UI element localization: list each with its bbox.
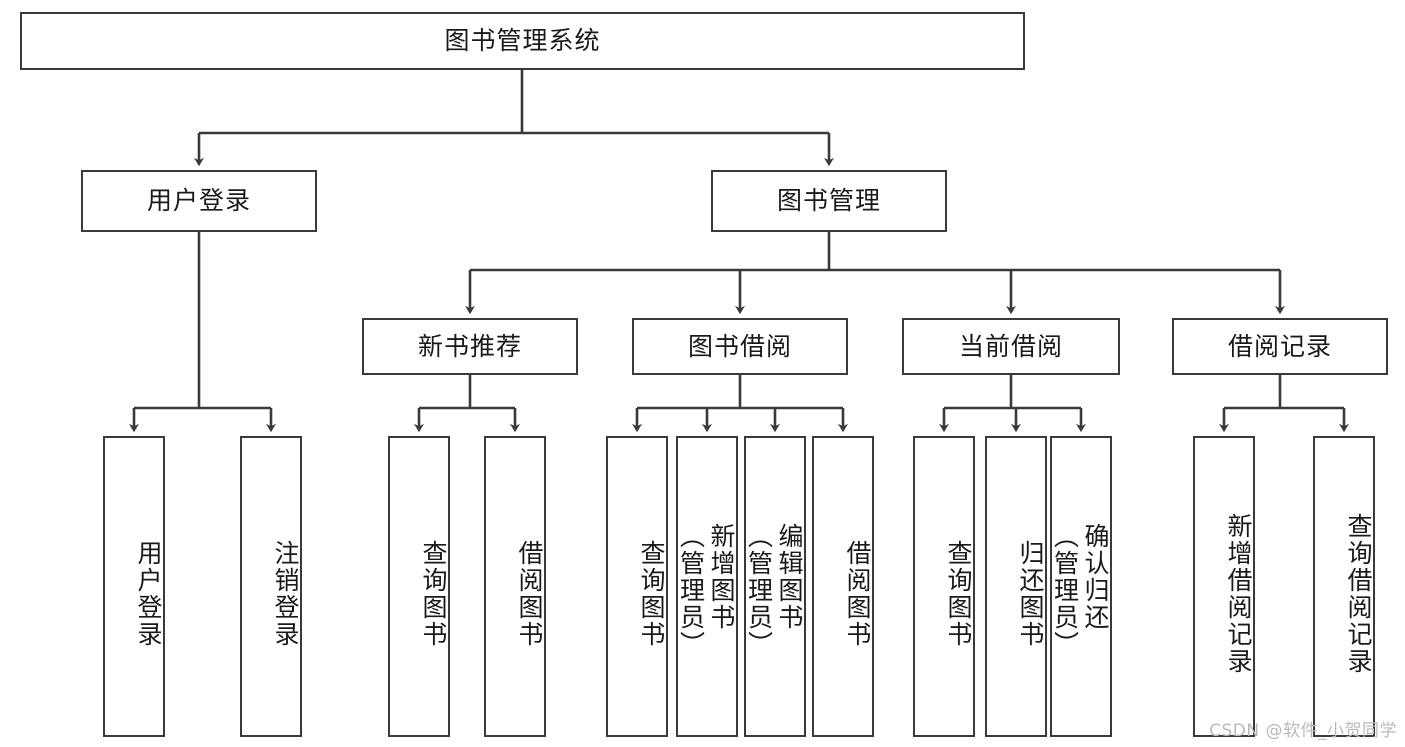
leaf-query-borrow-record[interactable]: 查询借阅记录	[1313, 436, 1375, 737]
leaf-borrow-book-recommend[interactable]: 借阅图书	[484, 436, 546, 737]
leaf-user-logout[interactable]: 注销登录	[240, 436, 302, 737]
leaf-add-book-admin[interactable]: 新增图书 （管理员）	[676, 436, 738, 737]
leaf-query-book-borrow[interactable]: 查询图书	[606, 436, 668, 737]
node-user-login[interactable]: 用户登录	[81, 170, 317, 232]
leaf-borrow-book-borrow[interactable]: 借阅图书	[812, 436, 874, 737]
leaf-user-login[interactable]: 用户登录	[103, 436, 165, 737]
node-book-borrow[interactable]: 图书借阅	[632, 318, 848, 375]
leaf-add-borrow-record[interactable]: 新增借阅记录	[1193, 436, 1255, 737]
node-root[interactable]: 图书管理系统	[20, 12, 1025, 70]
leaf-query-book-current[interactable]: 查询图书	[913, 436, 975, 737]
leaf-confirm-return-admin[interactable]: 确认归还 （管理员）	[1050, 436, 1112, 737]
node-book-manage[interactable]: 图书管理	[711, 170, 947, 232]
node-new-book-recommend[interactable]: 新书推荐	[362, 318, 578, 375]
leaf-edit-book-admin[interactable]: 编辑图书 （管理员）	[744, 436, 806, 737]
node-borrow-record[interactable]: 借阅记录	[1172, 318, 1388, 375]
leaf-query-book-recommend[interactable]: 查询图书	[388, 436, 450, 737]
node-current-borrow[interactable]: 当前借阅	[902, 318, 1120, 375]
leaf-return-book[interactable]: 归还图书	[985, 436, 1047, 737]
watermark-text: CSDN @软件_小贺同学	[1209, 721, 1397, 741]
